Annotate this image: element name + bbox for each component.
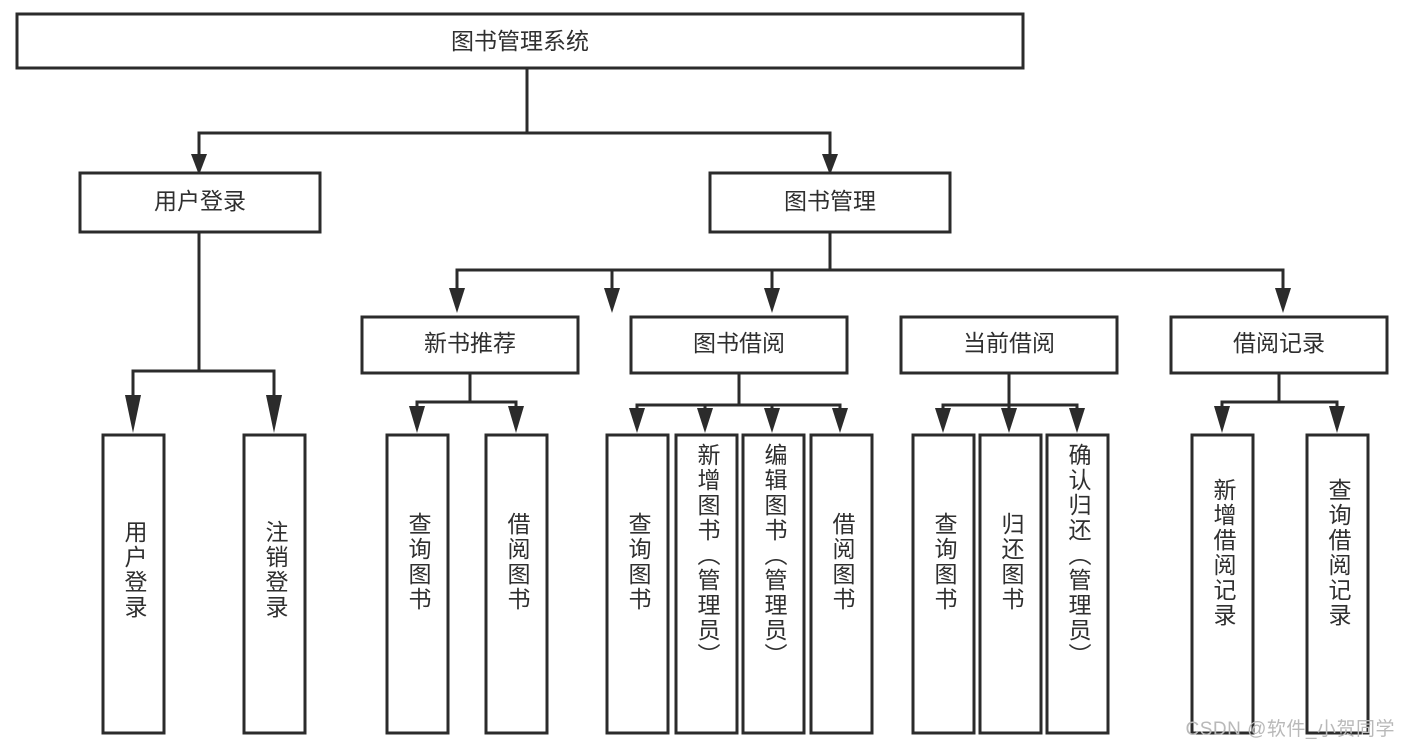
- connector-book-borrow-to-leaves: [629, 371, 848, 433]
- connector-user-login-to-leaves: [125, 230, 282, 433]
- leaf-box-book-borrow-edit[interactable]: [741, 433, 806, 735]
- leaf-box-record-add[interactable]: [1190, 433, 1255, 735]
- node-current-borrow[interactable]: 当前借阅: [899, 315, 1119, 375]
- leaf-box-book-borrow-query[interactable]: [605, 433, 670, 735]
- leaf-box-book-borrow-lend[interactable]: [809, 433, 874, 735]
- node-book-borrow[interactable]: 图书借阅: [629, 315, 849, 375]
- node-label-user-login: 用户登录: [154, 188, 246, 214]
- leaf-box-current-borrow-confirm[interactable]: [1045, 433, 1110, 735]
- leaf-box-book-borrow-add[interactable]: [674, 433, 739, 735]
- leaf-box-new-book-borrow[interactable]: [484, 433, 549, 735]
- leaf-box-new-book-query[interactable]: [385, 433, 450, 735]
- node-user-login[interactable]: 用户登录: [78, 171, 322, 234]
- csdn-watermark: CSDN @软件_小贺同学: [1185, 719, 1395, 740]
- node-new-book-recommend[interactable]: 新书推荐: [360, 315, 580, 375]
- leaf-box-user-login-login[interactable]: [101, 433, 166, 735]
- leaf-box-current-borrow-query[interactable]: [911, 433, 976, 735]
- node-label-book-borrow: 图书借阅: [693, 330, 785, 356]
- connector-current-borrow-to-leaves: [935, 371, 1085, 433]
- leaf-box-current-borrow-return[interactable]: [978, 433, 1043, 735]
- connector-borrow-record-to-leaves: [1214, 371, 1345, 433]
- connector-root-to-level2: [191, 66, 838, 175]
- node-borrow-record[interactable]: 借阅记录: [1169, 315, 1389, 375]
- node-label-borrow-record: 借阅记录: [1233, 330, 1325, 356]
- node-label-new-book-recommend: 新书推荐: [424, 330, 516, 356]
- leaf-box-user-login-logout[interactable]: [242, 433, 307, 735]
- node-root-system[interactable]: 图书管理系统: [15, 12, 1025, 70]
- node-label-book-management: 图书管理: [784, 188, 876, 214]
- node-label-current-borrow: 当前借阅: [963, 330, 1055, 356]
- connector-book-management-to-level3: [449, 230, 1291, 313]
- connector-new-book-to-leaves: [409, 371, 524, 433]
- node-book-management[interactable]: 图书管理: [708, 171, 952, 234]
- leaf-box-record-query[interactable]: [1305, 433, 1370, 735]
- node-label-root-system: 图书管理系统: [451, 28, 589, 54]
